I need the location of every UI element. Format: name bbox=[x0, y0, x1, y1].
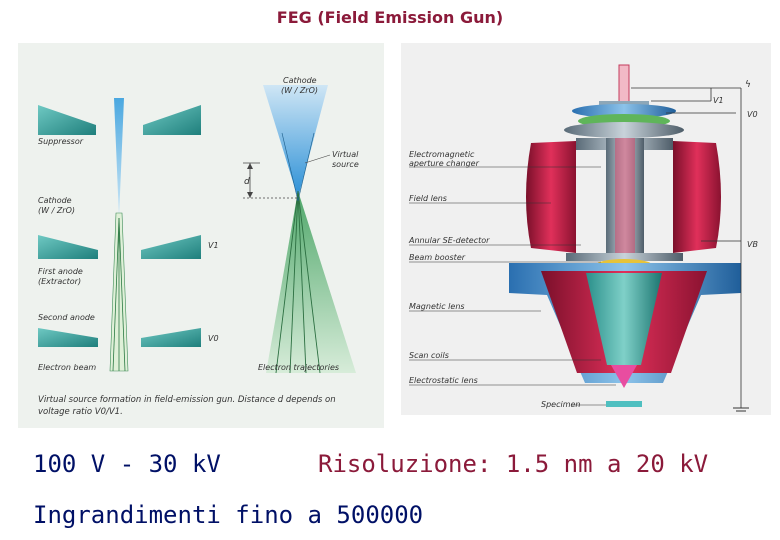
cathode-emission-cone bbox=[263, 85, 328, 198]
label-aperture-changer: aperture changer bbox=[409, 159, 480, 168]
suppressor-left bbox=[38, 105, 96, 135]
caption-line-1: Virtual source formation in field-emissi… bbox=[38, 395, 336, 405]
label-scan-coils: Scan coils bbox=[409, 351, 449, 360]
label-electron-beam: Electron beam bbox=[38, 363, 96, 372]
label-v1: V1 bbox=[208, 241, 219, 250]
upper-plate bbox=[564, 122, 684, 138]
label-electromagnetic: Electromagnetic bbox=[409, 150, 475, 159]
electrostatic-lens bbox=[611, 365, 637, 388]
virtual-source-diagram: Suppressor Cathode (W / ZrO) First anode… bbox=[18, 43, 384, 428]
label-second-anode: Second anode bbox=[38, 313, 95, 322]
label-extractor: (Extractor) bbox=[38, 277, 81, 286]
first-anode-left bbox=[38, 235, 98, 259]
label-v1-right: V1 bbox=[713, 96, 724, 105]
resolution-text: Risoluzione: 1.5 nm a 20 kV bbox=[318, 450, 709, 478]
label-cathode-top-material: (W / ZrO) bbox=[281, 86, 318, 95]
caption-line-2: voltage ratio V0/V1. bbox=[38, 407, 123, 417]
label-cathode-top: Cathode bbox=[283, 76, 317, 85]
label-source: source bbox=[332, 160, 359, 169]
lightning-icon: ϟ bbox=[745, 80, 751, 90]
feg-column-diagram: ϟ V1 V0 VB Electromagnetic aperture chan… bbox=[401, 43, 771, 415]
suppressor-right bbox=[143, 105, 201, 135]
page-title: FEG (Field Emission Gun) bbox=[276, 8, 504, 27]
field-lens-left bbox=[526, 141, 576, 253]
label-annular-se: Annular SE-detector bbox=[408, 236, 490, 245]
label-beam-booster: Beam booster bbox=[409, 253, 466, 262]
label-vb: VB bbox=[747, 240, 758, 249]
second-anode-left bbox=[38, 328, 98, 347]
label-field-lens: Field lens bbox=[409, 194, 447, 203]
emitter bbox=[618, 64, 630, 104]
second-anode-right bbox=[141, 328, 201, 347]
voltage-range: 100 V - 30 kV bbox=[33, 450, 221, 478]
extractor-disc bbox=[572, 104, 676, 118]
label-d: d bbox=[244, 177, 250, 187]
specimen bbox=[606, 401, 642, 407]
label-specimen: Specimen bbox=[541, 400, 580, 409]
electron-trajectories-cone bbox=[266, 191, 356, 373]
annular-se-detector bbox=[566, 253, 683, 261]
field-lens-right bbox=[673, 141, 721, 253]
label-suppressor: Suppressor bbox=[38, 137, 84, 146]
scan-coils bbox=[586, 273, 662, 365]
label-virtual: Virtual bbox=[332, 150, 359, 159]
virtual-source-svg: Suppressor Cathode (W / ZrO) First anode… bbox=[38, 76, 359, 417]
feg-column-svg: ϟ V1 V0 VB Electromagnetic aperture chan… bbox=[408, 64, 758, 412]
label-v0-right: V0 bbox=[747, 110, 758, 119]
label-v0: V0 bbox=[208, 334, 219, 343]
label-first-anode: First anode bbox=[38, 267, 83, 276]
cathode-tip bbox=[114, 98, 124, 218]
first-anode-right bbox=[141, 235, 201, 259]
label-electron-trajectories: Electron trajectories bbox=[258, 363, 339, 372]
magnification-text: Ingrandimenti fino a 500000 bbox=[33, 501, 424, 529]
label-electrostatic-lens: Electrostatic lens bbox=[409, 376, 478, 385]
label-magnetic-lens: Magnetic lens bbox=[409, 302, 465, 311]
label-cathode: Cathode bbox=[38, 196, 72, 205]
label-cathode-material: (W / ZrO) bbox=[38, 206, 75, 215]
